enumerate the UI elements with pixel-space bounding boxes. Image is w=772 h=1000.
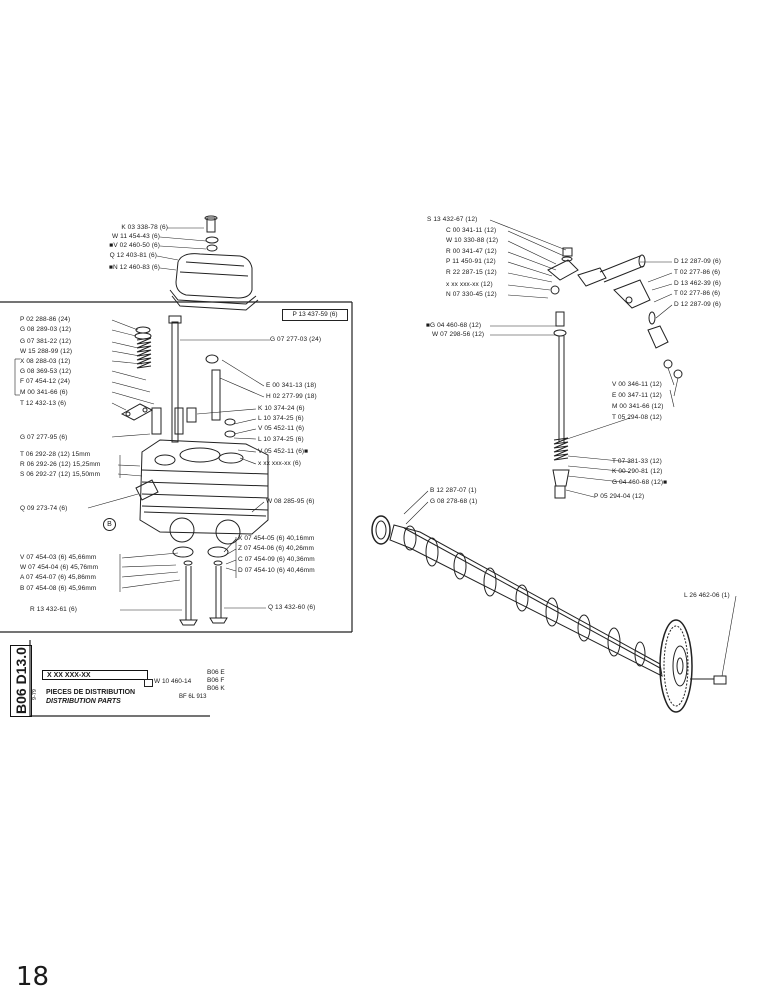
- label-head-r13: C 07 454-09 (6) 40,36mm: [238, 556, 315, 563]
- alternate-part-number: W 10 460-14: [154, 678, 192, 685]
- marker-b: B: [103, 518, 116, 531]
- variant-2: B06 K: [207, 685, 225, 692]
- section-frame: [0, 301, 353, 717]
- label-rocker-r0: D 12 287-09 (6): [674, 258, 722, 265]
- label-rocker-4: P 11 450-91 (12): [446, 258, 496, 265]
- label-rocker-2: W 10 330-88 (12): [446, 237, 499, 244]
- label-valve-cover-screw: K 03 338-78 (6): [121, 224, 168, 231]
- label-head-9: G 07 277-95 (6): [20, 434, 68, 441]
- label-head-14: V 07 454-03 (6) 45,66mm: [20, 554, 97, 561]
- label-head-r9: x xx xxx-xx (6): [258, 460, 302, 467]
- label-rocker-r12: P 05 294-04 (12): [594, 493, 645, 500]
- label-head-r4: K 10 374-24 (6): [258, 405, 305, 412]
- label-head-8: T 12 432-13 (6): [20, 400, 67, 407]
- label-head-3: W 15 288-99 (12): [20, 348, 73, 355]
- label-cam-1: G 08 278-68 (1): [430, 498, 478, 505]
- label-head-4: X 08 288-03 (12): [20, 358, 71, 365]
- label-valve-cover-seal: ■V 02 460-50 (6): [109, 242, 160, 249]
- label-head-r10: W 08 285-95 (6): [266, 498, 315, 505]
- label-head-17: B 07 454-08 (6) 45,96mm: [20, 585, 97, 592]
- label-head-6: F 07 454-12 (24): [20, 378, 71, 385]
- label-head-r1: G 07 277-03 (24): [270, 336, 322, 343]
- label-head-r7: L 10 374-25 (6): [258, 436, 304, 443]
- label-rocker-r2: D 13 462-39 (6): [674, 280, 722, 287]
- label-rocker-7: N 07 330-45 (12): [446, 291, 497, 298]
- label-head-5: G 08 369-53 (12): [20, 368, 72, 375]
- label-cam-2: L 26 462-06 (1): [684, 592, 730, 599]
- rocker-assembly-drawing: [547, 247, 683, 499]
- section-code: B06 D13.0: [10, 645, 32, 717]
- label-head-r5: L 10 374-25 (6): [258, 415, 304, 422]
- label-head-r8: V 05 452-11 (6)■: [258, 448, 309, 455]
- label-rocker-5: R 22 287-15 (12): [446, 269, 497, 276]
- title-english: DISTRIBUTION PARTS: [46, 698, 121, 705]
- label-head-0: P 02 288-86 (24): [20, 316, 71, 323]
- label-rocker-r7: M 00 341-66 (12): [612, 403, 664, 410]
- title-french: PIECES DE DISTRIBUTION: [46, 689, 136, 696]
- label-head-r3: H 02 277-99 (18): [266, 393, 317, 400]
- engine-reference: BF 6L 913: [179, 694, 207, 700]
- label-rocker-3: R 00 341-47 (12): [446, 248, 497, 255]
- assembly-part-number: X XX XXX-XX: [42, 670, 148, 680]
- label-valve-cover-washer: W 11 454-43 (6): [112, 233, 160, 240]
- label-rocker-8: ■G 04 460-68 (12): [426, 322, 482, 329]
- label-head-12: S 06 292-27 (12) 15,50mm: [20, 471, 101, 478]
- label-cam-0: B 12 287-07 (1): [430, 487, 477, 494]
- label-rocker-9: W 07 298-56 (12): [432, 331, 485, 338]
- label-head-11: R 06 292-26 (12) 15,25mm: [20, 461, 101, 468]
- label-rocker-1: C 00 341-11 (12): [446, 227, 497, 234]
- label-head-r12: Z 07 454-06 (6) 40,26mm: [238, 545, 315, 552]
- label-rocker-r8: T 05 294-08 (12): [612, 414, 662, 421]
- label-rocker-r1: T 02 277-86 (6): [674, 269, 721, 276]
- date-code: 9-79: [32, 689, 38, 701]
- label-head-r15: Q 13 432-60 (6): [268, 604, 316, 611]
- label-rocker-r10: K 00 290-81 (12): [612, 468, 663, 475]
- label-head-7: M 00 341-66 (6): [20, 389, 68, 396]
- label-head-r14: D 07 454-10 (6) 40,46mm: [238, 567, 315, 574]
- label-head-2: G 07 381-22 (12): [20, 338, 72, 345]
- label-head-16: A 07 454-07 (6) 45,86mm: [20, 574, 97, 581]
- label-rocker-r6: E 00 347-11 (12): [612, 392, 662, 399]
- label-rocker-r4: D 12 287-09 (6): [674, 301, 722, 308]
- label-rocker-r11: G 04 460-68 (12)■: [612, 479, 668, 486]
- camshaft-drawing: [371, 515, 727, 713]
- label-head-15: W 07 454-04 (6) 45,76mm: [20, 564, 99, 571]
- leader-lines-head: [14, 227, 270, 611]
- label-rocker-0: S 13 432-67 (12): [427, 216, 478, 223]
- valve-cover-drawing: [169, 215, 259, 311]
- label-head-18: R 13 432-61 (6): [30, 606, 78, 613]
- cylinder-head-drawing: [120, 315, 269, 626]
- label-head-r2: E 00 341-13 (18): [266, 382, 317, 389]
- label-rocker-r9: T 07 381-33 (12): [612, 458, 662, 465]
- label-head-r11: X 07 454-05 (6) 40,16mm: [238, 535, 315, 542]
- alternate-part-checkbox: [144, 679, 153, 687]
- label-rocker-6: x xx xxx-xx (12): [446, 281, 493, 288]
- label-valve-cover-gasket: ■N 12 460-83 (6): [108, 264, 160, 271]
- leader-lines-rocker: [489, 219, 679, 498]
- label-head-10: T 06 292-28 (12) 15mm: [20, 451, 91, 458]
- variant-1: B06 F: [207, 677, 225, 684]
- page-number: 18: [16, 962, 50, 992]
- variant-0: B06 E: [207, 669, 225, 676]
- label-reference-box: P 13 437-59 (6): [282, 309, 348, 321]
- leader-lines-cam: [403, 490, 737, 677]
- label-rocker-r5: V 00 346-11 (12): [612, 381, 662, 388]
- label-head-13: Q 09 273-74 (6): [20, 505, 68, 512]
- label-rocker-r3: T 02 277-86 (6): [674, 290, 721, 297]
- label-head-1: G 08 289-03 (12): [20, 326, 72, 333]
- label-head-r6: V 05 452-11 (6): [258, 425, 305, 432]
- label-valve-cover: Q 12 403-81 (6): [109, 252, 157, 259]
